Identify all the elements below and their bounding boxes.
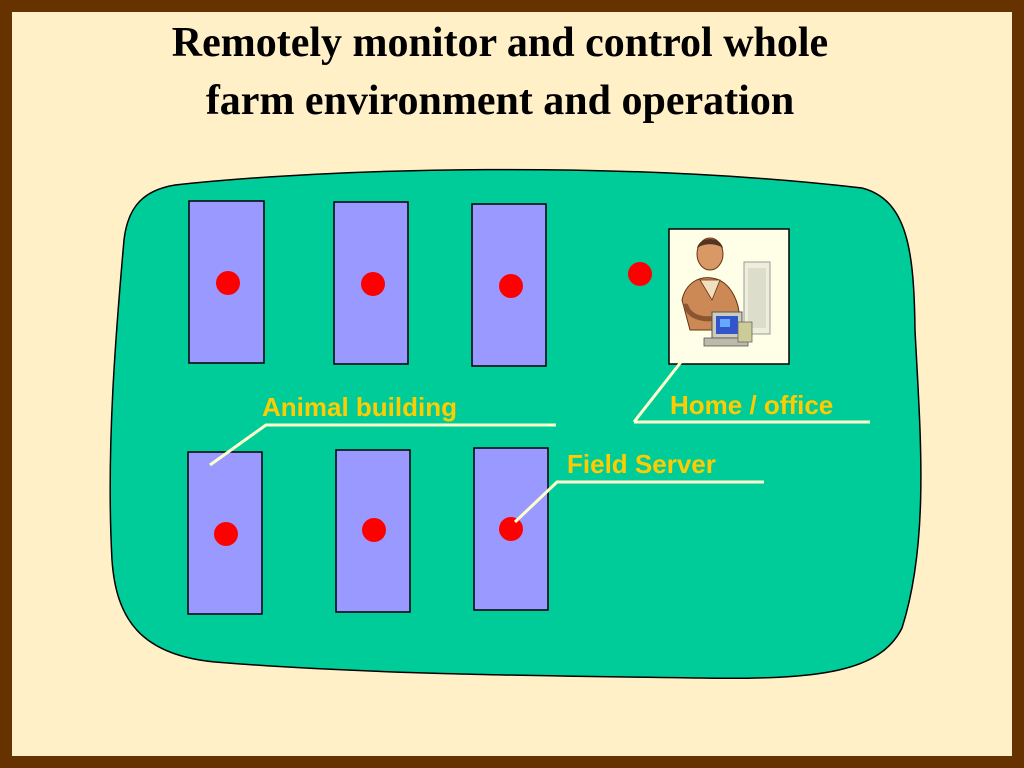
field-server-dot: [499, 517, 523, 541]
label-field-server: Field Server: [567, 449, 716, 479]
callout-line-home-office: [632, 361, 683, 423]
field-server-dot: [362, 518, 386, 542]
field-server-dot: [361, 272, 385, 296]
title-line-1: Remotely monitor and control whole: [171, 20, 829, 66]
person-at-computer-icon: [681, 237, 771, 347]
home-office-box: [668, 228, 790, 365]
callout-line-field-server: [513, 480, 764, 524]
callout-line-animal-building: [209, 423, 556, 467]
field-server-dot: [499, 274, 523, 298]
title-line-2: farm environment and operation: [205, 78, 795, 124]
field-server-dot: [216, 271, 240, 295]
field-server-dot: [628, 262, 652, 286]
label-home-office: Home / office: [670, 390, 834, 420]
label-animal-building: Animal building: [262, 392, 457, 422]
field-server-dot: [214, 522, 238, 546]
slide-title: Remotely monitor and control whole farm …: [0, 14, 1012, 130]
